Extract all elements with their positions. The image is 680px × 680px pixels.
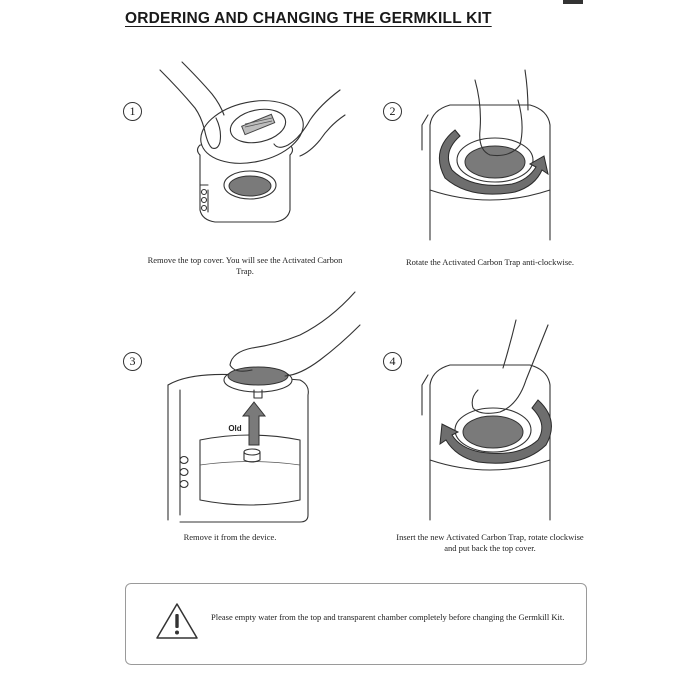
step-1-number: 1 [123, 102, 142, 121]
old-label: Old [220, 423, 250, 434]
warning-note-text: Please empty water from the top and tran… [211, 611, 571, 623]
step-3-illustration [160, 290, 360, 520]
step-2-illustration [420, 70, 570, 240]
step-3-caption: Remove it from the device. [160, 532, 300, 543]
step-4-caption: Insert the new Activated Carbon Trap, ro… [395, 532, 585, 554]
step-1-illustration [150, 60, 350, 240]
step-2-caption: Rotate the Activated Carbon Trap anti-cl… [395, 257, 585, 268]
step-2-number: 2 [383, 102, 402, 121]
step-4-illustration [418, 320, 568, 520]
page-title: ORDERING AND CHANGING THE GERMKILL KIT [125, 10, 545, 28]
step-4-number: 4 [383, 352, 402, 371]
warning-note-box: Please empty water from the top and tran… [125, 583, 587, 665]
step-1-caption: Remove the top cover. You will see the A… [145, 255, 345, 277]
corner-mark [563, 0, 583, 4]
warning-icon [155, 601, 199, 641]
step-3-number: 3 [123, 352, 142, 371]
